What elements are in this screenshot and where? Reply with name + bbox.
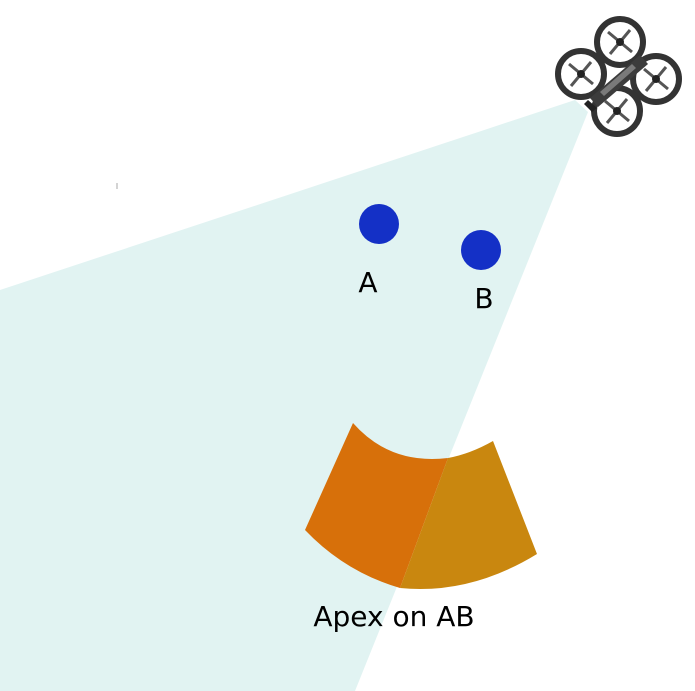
- camera-view-cone: [0, 100, 588, 691]
- apex-region-left: [305, 423, 448, 588]
- point-b-label: B: [474, 282, 493, 315]
- region-caption: Apex on AB: [313, 600, 474, 633]
- apex-region-right: [400, 441, 537, 590]
- point-b: [461, 230, 501, 270]
- point-a: [359, 204, 399, 244]
- quadcopter-drone-icon: [555, 16, 682, 137]
- point-a-label: A: [358, 266, 377, 299]
